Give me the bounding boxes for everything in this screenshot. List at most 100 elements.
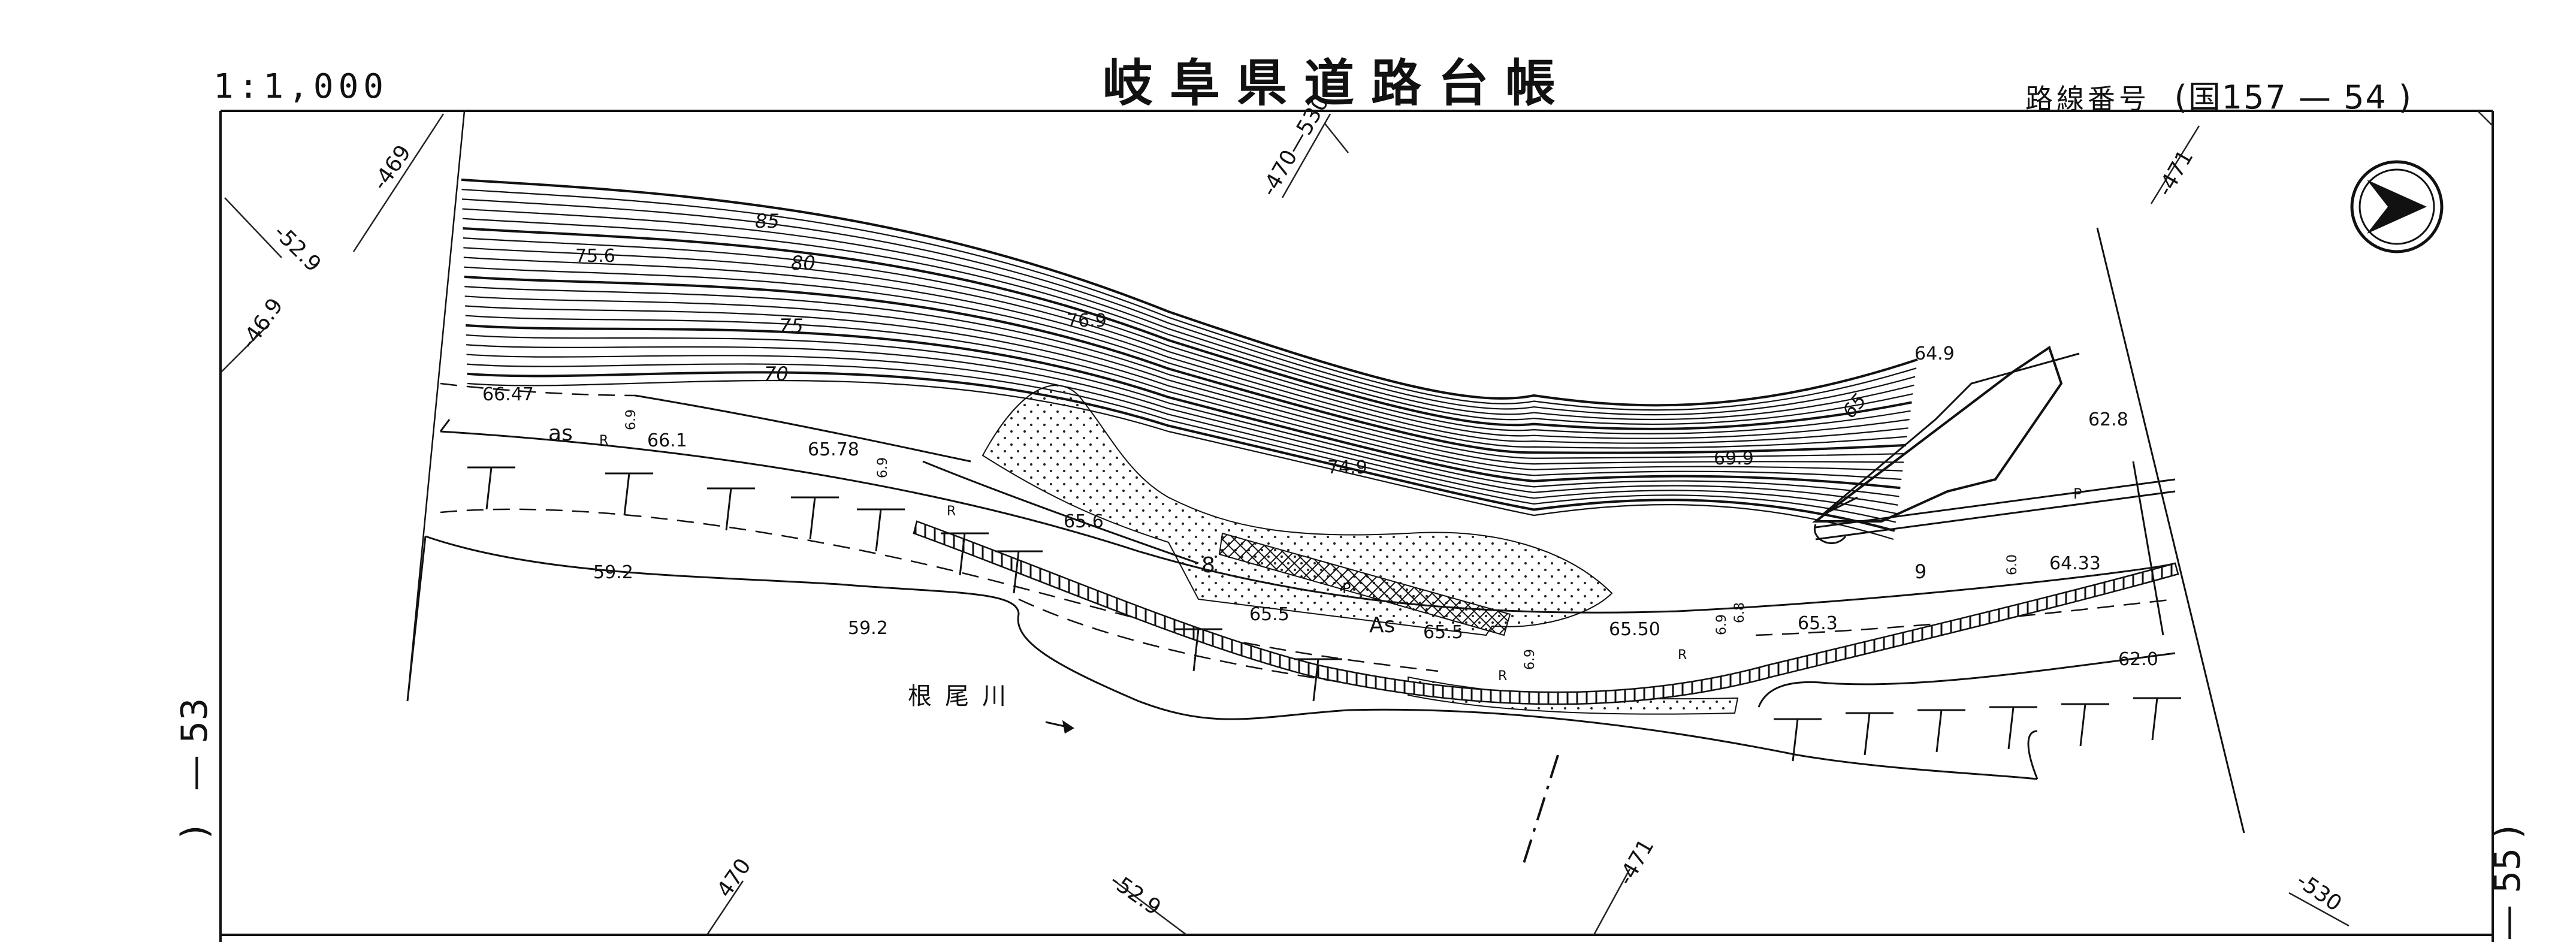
slope-ticks — [467, 466, 2181, 762]
contour-line — [464, 266, 1907, 449]
grid-lines — [221, 110, 2493, 935]
map-left-boundary — [406, 110, 466, 702]
contour-line — [463, 237, 1911, 434]
grid-label-bottom-3: -471 — [1613, 835, 1659, 889]
contour-line — [462, 208, 1914, 421]
spot-height: 69.9 — [1714, 448, 1754, 469]
contour-line — [464, 285, 1905, 459]
contour-label-80: 80 — [791, 252, 816, 274]
spot-height: 65.50 — [1609, 619, 1660, 640]
road-mark: R — [947, 504, 956, 519]
map-frame — [219, 110, 2494, 942]
road-dashed-edges — [440, 382, 2176, 672]
contour-line — [466, 334, 1899, 497]
contour-line — [466, 363, 1896, 523]
boundary-dash-dot — [1521, 754, 1559, 869]
pavement-mark: As — [1369, 613, 1395, 638]
grid-label-top-left-2: -52.9 — [269, 220, 326, 277]
slope-tick — [2133, 697, 2181, 741]
spot-height: 76.9 — [1067, 310, 1107, 331]
map-scale: 1:1,000 — [213, 67, 389, 106]
slope-tick — [1917, 709, 1965, 753]
road-width: 6.9 — [624, 409, 639, 430]
slope-tick — [707, 487, 755, 531]
contour-line — [466, 354, 1897, 515]
slope-tick — [1989, 706, 2037, 750]
spot-height: 75.6 — [575, 246, 615, 267]
north-arrow-icon — [2350, 160, 2444, 253]
spot-height: 66.1 — [647, 430, 687, 451]
slope-tick — [2061, 703, 2109, 747]
contour-line — [464, 275, 1907, 454]
contour-line — [467, 379, 1894, 541]
contour-line — [461, 179, 1918, 407]
spot-height: 65.78 — [808, 439, 859, 460]
slope-tick — [995, 550, 1043, 594]
road-mark: P — [2073, 485, 2082, 502]
contour-line — [462, 218, 1913, 425]
page-title: 岐阜県道路台帳 — [1103, 54, 1573, 113]
river-flow-arrow-icon — [1045, 720, 1074, 734]
spot-height: 66.47 — [482, 384, 534, 405]
contour-line — [465, 305, 1903, 472]
contour-line — [463, 227, 1912, 430]
contour-line — [461, 198, 1916, 416]
riverbank-dashes — [1018, 598, 1349, 684]
road-width: 6.9 — [1523, 649, 1538, 670]
slope-tick — [857, 508, 905, 552]
spot-height: 65.3 — [1798, 613, 1838, 634]
spot-height: 74.9 — [1327, 457, 1367, 478]
spot-height: 65.6 — [1064, 511, 1104, 532]
slope-tick — [1846, 712, 1894, 756]
grid-label-top-right: -471 — [2152, 146, 2198, 200]
spot-height: 59.2 — [848, 618, 888, 639]
road-width: 6.8 — [1732, 602, 1747, 623]
contour-label-75: 75 — [779, 315, 804, 337]
slope-tick — [1174, 628, 1222, 672]
contour-label-85: 85 — [755, 210, 780, 233]
spot-height: 65.5 — [1423, 622, 1463, 643]
slope-tick — [1774, 718, 1822, 762]
road-mark: P — [1342, 580, 1351, 597]
grid-label-bottom-2: -52.9 — [1106, 868, 1165, 920]
spot-height: 65.5 — [1249, 604, 1289, 625]
road-width: 6.0 — [2005, 554, 2020, 575]
wall-enclosure — [1812, 345, 2063, 523]
contour-line — [463, 247, 1910, 439]
road-mark: R — [1498, 669, 1507, 684]
contour-line — [466, 324, 1901, 490]
right-structure — [1813, 227, 2245, 834]
spot-height: 64.33 — [2049, 553, 2101, 574]
spot-height: 62.0 — [2118, 649, 2158, 670]
spot-height: 64.9 — [1914, 343, 1955, 364]
contour-line — [463, 256, 1908, 444]
grid-label-top-mid: -470—530 — [1257, 92, 1334, 201]
road-edges — [439, 394, 2176, 614]
grid-label-bottom-1: 470 — [712, 854, 756, 902]
contour-line — [466, 344, 1898, 506]
pavement-mark: as — [548, 421, 573, 446]
river-name: 根尾川 — [908, 683, 1019, 710]
slope-tick — [791, 496, 839, 540]
contour-lines — [461, 179, 1918, 541]
contour-line — [464, 295, 1904, 465]
spot-height: 62.8 — [2088, 409, 2128, 430]
contour-line — [467, 371, 1895, 532]
road-mark: R — [599, 433, 608, 448]
spot-height: 59.2 — [593, 562, 633, 583]
slope-tick — [1294, 658, 1342, 702]
slope-tick — [941, 532, 989, 576]
road-mark: R — [1678, 648, 1687, 663]
station-mark: 8 — [1201, 553, 1215, 578]
station-mark: 9 — [1914, 560, 1926, 583]
guardrail-band — [913, 520, 2179, 705]
retaining-wall-hatch — [1218, 532, 1511, 636]
slope-tick — [467, 466, 515, 510]
contour-line — [465, 315, 1902, 481]
contour-line — [461, 189, 1917, 411]
road-width: 6.9 — [1714, 614, 1729, 635]
road-width: 6.9 — [875, 457, 890, 478]
grid-label-top-left-3: -46.9 — [236, 294, 288, 354]
slope-area-upper — [982, 385, 1613, 636]
